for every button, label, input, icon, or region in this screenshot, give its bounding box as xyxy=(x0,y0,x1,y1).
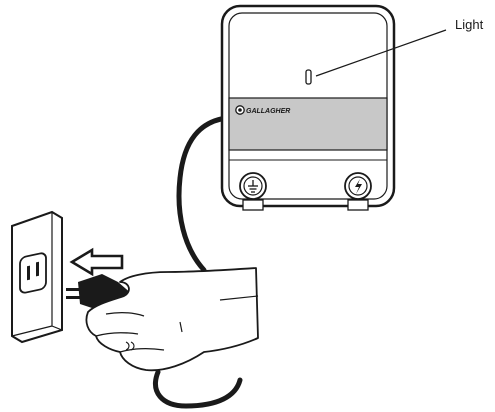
outlet-slot-left xyxy=(27,265,30,281)
gallagher-logo: GALLAGHER xyxy=(235,105,290,115)
wall-outlet xyxy=(11,210,63,344)
finger-line-1 xyxy=(95,332,139,337)
outlet-plate-bottom-edge xyxy=(11,325,53,337)
knuckle-mark-1 xyxy=(179,321,183,333)
light-callout-label: Light xyxy=(455,17,484,32)
light-callout-line xyxy=(315,29,447,77)
outlet-slot-right xyxy=(36,261,39,277)
wrist-line xyxy=(219,295,259,301)
power-cord xyxy=(176,115,229,273)
indicator-light xyxy=(305,69,312,85)
knuckle-mark-3 xyxy=(130,341,135,351)
gallagher-logo-text: GALLAGHER xyxy=(246,108,290,115)
earth-terminal-icon xyxy=(239,172,267,211)
finger-line-2 xyxy=(119,348,165,353)
finger-line-3 xyxy=(105,312,145,317)
knuckle-mark-2 xyxy=(125,341,130,351)
fence-lightning-terminal-icon xyxy=(344,172,372,211)
brand-panel xyxy=(228,97,388,151)
power-cord-loop xyxy=(153,369,243,409)
outlet-socket xyxy=(19,252,47,294)
arrow-left-icon xyxy=(69,247,124,277)
energizer-unit: GALLAGHER xyxy=(220,4,396,211)
hand xyxy=(85,267,259,372)
